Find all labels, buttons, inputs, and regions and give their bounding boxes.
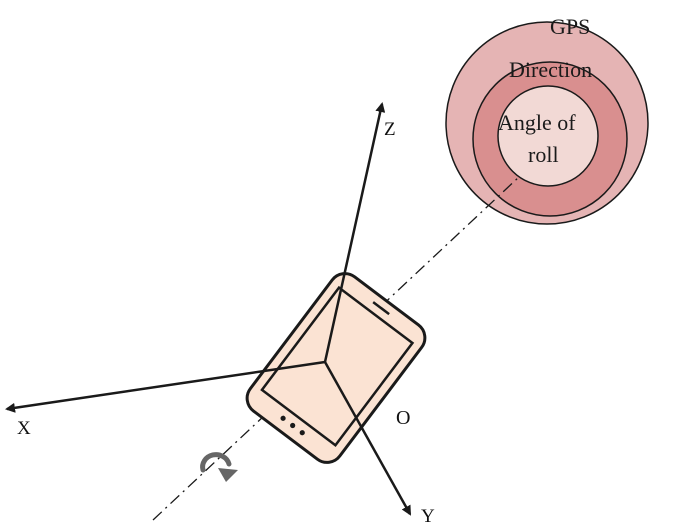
rotation-arrowhead [218, 468, 238, 482]
rotation-arc [200, 452, 232, 473]
angle-of-roll-label-line2: roll [528, 142, 559, 167]
direction-label: Direction [509, 57, 592, 82]
gps-label: GPS [550, 14, 590, 39]
origin-label: O [396, 407, 410, 429]
y-axis [323, 361, 412, 516]
angle-of-roll-label-line1: Angle of [498, 110, 576, 135]
phone-screen [260, 285, 415, 447]
angle-of-roll-ring [497, 85, 599, 187]
y-axis-label: Y [421, 506, 435, 525]
smartphone-icon [245, 272, 427, 464]
phone-button-dot-2 [290, 422, 296, 429]
x-axis-label: X [17, 418, 31, 439]
phone-body [245, 272, 427, 464]
phone-button-dot-1 [280, 415, 286, 421]
x-axis [5, 360, 326, 413]
phone-speaker [372, 301, 390, 316]
rotation-arrow-icon [200, 452, 238, 482]
coordinate-axes [5, 102, 412, 516]
z-axis [323, 102, 386, 363]
phone-button-dot-3 [299, 430, 305, 436]
z-axis-label: Z [384, 119, 396, 140]
sensor-rings [445, 21, 649, 225]
